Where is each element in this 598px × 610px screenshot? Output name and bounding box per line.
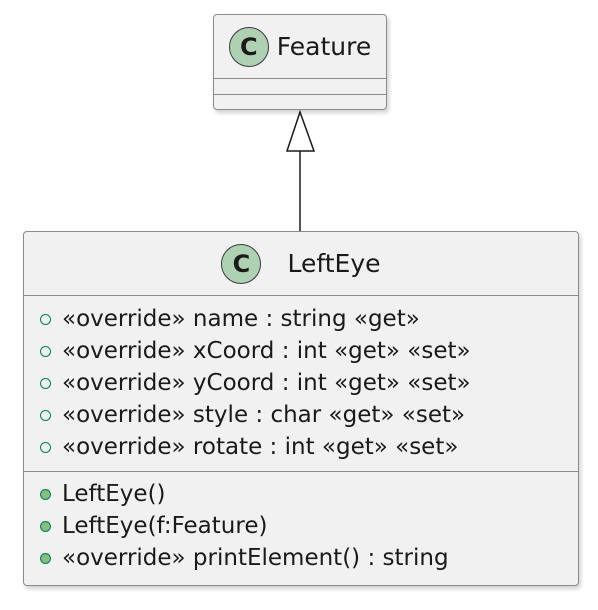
- field-row[interactable]: «override» style : char «get» «set»: [24, 399, 578, 431]
- field-text: «override» name : string «get»: [62, 306, 420, 332]
- class-feature[interactable]: C Feature: [213, 14, 387, 110]
- field-row[interactable]: «override» xCoord : int «get» «set»: [24, 335, 578, 367]
- class-feature-methods: [214, 95, 386, 108]
- class-stereotype-label: C: [239, 32, 258, 61]
- class-lefteye-name: LeftEye: [287, 249, 381, 278]
- method-text: LeftEye(): [62, 481, 166, 507]
- method-row[interactable]: «override» printElement() : string: [24, 542, 578, 574]
- method-row[interactable]: LeftEye(): [24, 478, 578, 510]
- public-visibility-icon: [40, 442, 51, 453]
- field-row[interactable]: «override» yCoord : int «get» «set»: [24, 367, 578, 399]
- method-row[interactable]: LeftEye(f:Feature): [24, 510, 578, 542]
- public-visibility-icon: [40, 489, 51, 500]
- public-visibility-icon: [40, 314, 51, 325]
- field-text: «override» yCoord : int «get» «set»: [62, 370, 471, 396]
- field-text: «override» style : char «get» «set»: [62, 402, 466, 428]
- public-visibility-icon: [40, 521, 51, 532]
- public-visibility-icon: [40, 378, 51, 389]
- inheritance-arrowhead: [285, 109, 316, 152]
- method-text: «override» printElement() : string: [62, 545, 449, 571]
- class-feature-header: C Feature: [214, 15, 386, 79]
- class-stereotype-icon: C: [228, 26, 269, 67]
- field-row[interactable]: «override» rotate : int «get» «set»: [24, 431, 578, 463]
- field-text: «override» xCoord : int «get» «set»: [62, 338, 471, 364]
- class-lefteye-fields: «override» name : string «get» «override…: [24, 296, 578, 472]
- method-text: LeftEye(f:Feature): [62, 513, 268, 539]
- field-row[interactable]: «override» name : string «get»: [24, 303, 578, 335]
- class-feature-attributes: [214, 79, 386, 95]
- public-visibility-icon: [40, 410, 51, 421]
- field-text: «override» rotate : int «get» «set»: [62, 434, 459, 460]
- class-lefteye-methods: LeftEye() LeftEye(f:Feature) «override» …: [24, 472, 578, 574]
- class-stereotype-icon: C: [221, 243, 262, 284]
- public-visibility-icon: [40, 346, 51, 357]
- class-lefteye[interactable]: C LeftEye «override» name : string «get»…: [23, 231, 579, 586]
- public-visibility-icon: [40, 553, 51, 564]
- class-feature-name: Feature: [276, 32, 372, 61]
- class-lefteye-header: C LeftEye: [24, 232, 578, 296]
- class-stereotype-label: C: [232, 249, 251, 278]
